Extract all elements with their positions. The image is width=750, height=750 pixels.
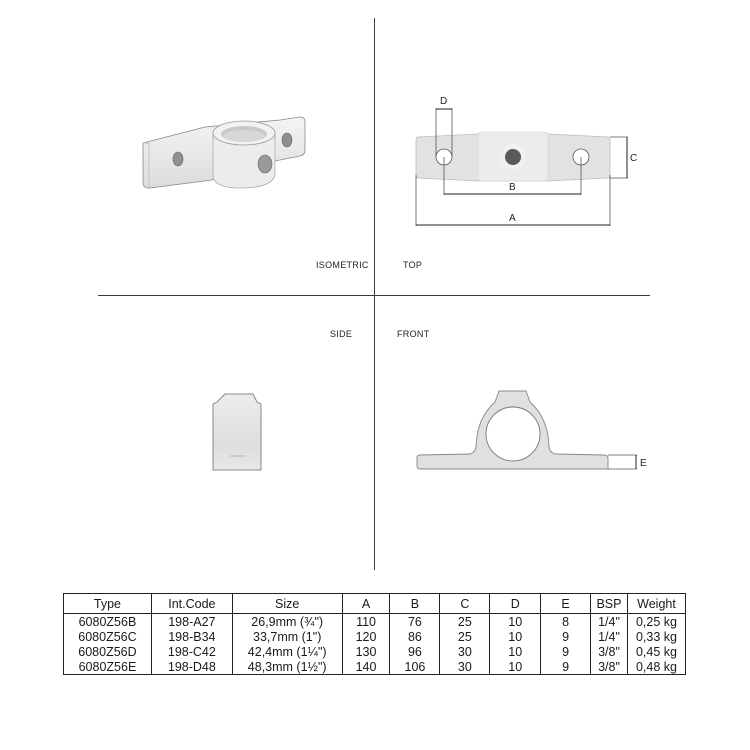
table-row: 6080Z56D 198-C42 42,4mm (1¼") 130 96 30 … (63, 644, 687, 659)
cell-int-code: 198-B34 (150, 629, 233, 644)
dim-label-c: C (630, 153, 637, 164)
cell-bsp: 1/4" (590, 629, 628, 644)
col-header-type: Type (63, 593, 152, 614)
cell-bsp: 3/8" (590, 659, 628, 675)
cell-b: 96 (389, 644, 441, 659)
cell-a: 140 (341, 659, 391, 675)
side-view (212, 393, 262, 471)
col-header-d: D (489, 593, 542, 614)
cell-e: 8 (540, 613, 591, 629)
col-header-bsp: BSP (590, 593, 628, 614)
table-header-row: Type Int.Code Size A B C D E BSP Weight (63, 593, 687, 614)
horizontal-divider (98, 295, 650, 296)
cell-weight: 0,45 kg (626, 644, 687, 659)
cell-e: 9 (540, 644, 591, 659)
col-header-e: E (540, 593, 591, 614)
cell-a: 110 (341, 613, 391, 629)
col-header-a: A (341, 593, 391, 614)
cell-bsp: 1/4" (590, 613, 628, 629)
cell-b: 86 (389, 629, 441, 644)
cell-weight: 0,33 kg (626, 629, 687, 644)
cell-type: 6080Z56C (63, 629, 152, 644)
label-isometric: ISOMETRIC (316, 260, 369, 270)
cell-int-code: 198-A27 (150, 613, 233, 629)
cell-weight: 0,48 kg (626, 659, 687, 675)
top-view: D C B A (415, 96, 637, 226)
cell-d: 10 (489, 629, 542, 644)
cell-a: 130 (341, 644, 391, 659)
table-row: 6080Z56C 198-B34 33,7mm (1") 120 86 25 1… (63, 629, 687, 644)
spec-table: Type Int.Code Size A B C D E BSP Weight … (63, 593, 687, 675)
dim-label-b: B (509, 182, 516, 193)
cell-int-code: 198-D48 (150, 659, 233, 675)
cell-size: 48,3mm (1½") (231, 659, 343, 675)
isometric-view (142, 116, 306, 189)
col-header-int-code: Int.Code (150, 593, 233, 614)
dim-label-e: E (640, 458, 647, 469)
col-header-b: B (389, 593, 441, 614)
vertical-divider (374, 18, 375, 570)
cell-c: 25 (439, 629, 491, 644)
cell-c: 30 (439, 659, 491, 675)
cell-weight: 0,25 kg (626, 613, 687, 629)
cell-b: 76 (389, 613, 441, 629)
cell-size: 26,9mm (¾") (231, 613, 343, 629)
cell-e: 9 (540, 659, 591, 675)
dim-label-d: D (440, 96, 447, 107)
cell-bsp: 3/8" (590, 644, 628, 659)
cell-size: 42,4mm (1¼") (231, 644, 343, 659)
cell-d: 10 (489, 644, 542, 659)
col-header-c: C (439, 593, 491, 614)
cell-d: 10 (489, 659, 542, 675)
cell-int-code: 198-C42 (150, 644, 233, 659)
cell-type: 6080Z56D (63, 644, 152, 659)
table-row: 6080Z56E 198-D48 48,3mm (1½") 140 106 30… (63, 659, 687, 675)
cell-c: 25 (439, 613, 491, 629)
cell-c: 30 (439, 644, 491, 659)
cell-size: 33,7mm (1") (231, 629, 343, 644)
col-header-weight: Weight (626, 593, 687, 614)
label-side: SIDE (330, 329, 353, 339)
label-front: FRONT (397, 329, 430, 339)
cell-b: 106 (389, 659, 441, 675)
cell-type: 6080Z56E (63, 659, 152, 675)
cell-d: 10 (489, 613, 542, 629)
dim-label-a: A (509, 213, 516, 224)
cell-type: 6080Z56B (63, 613, 152, 629)
front-view: E (416, 390, 647, 470)
table-row: 6080Z56B 198-A27 26,9mm (¾") 110 76 25 1… (63, 613, 687, 629)
cell-a: 120 (341, 629, 391, 644)
col-header-size: Size (231, 593, 343, 614)
cell-e: 9 (540, 629, 591, 644)
label-top: TOP (403, 260, 423, 270)
